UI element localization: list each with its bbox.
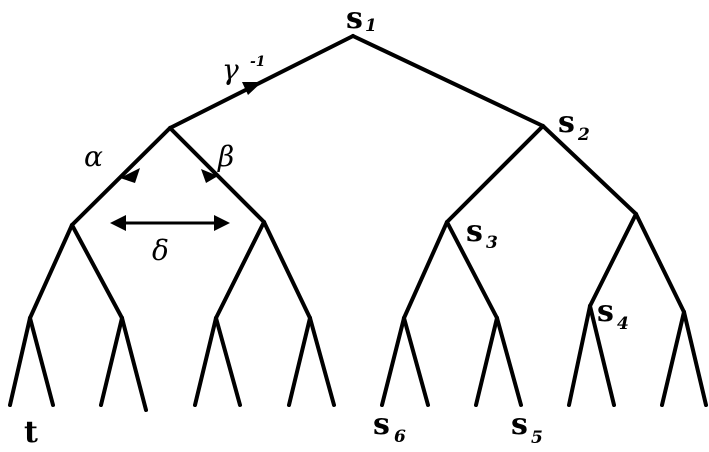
gamma-superscript: -1 bbox=[250, 54, 266, 70]
svg-text:t: t bbox=[24, 415, 38, 450]
leaf-edge bbox=[99, 316, 124, 407]
delta-arrowhead-right bbox=[214, 215, 230, 231]
svg-text:s: s bbox=[558, 105, 575, 140]
leaf-edge bbox=[287, 316, 312, 407]
svg-text:2: 2 bbox=[577, 125, 590, 145]
beta-label: β bbox=[217, 140, 234, 173]
edge-s2-s3 bbox=[445, 124, 545, 224]
leaf-edge bbox=[214, 316, 242, 407]
leaf-edge bbox=[8, 316, 32, 407]
svg-text:3: 3 bbox=[486, 233, 498, 253]
leaf-edge bbox=[28, 316, 55, 407]
alpha-arrowhead bbox=[120, 168, 140, 183]
edge-rr-2 bbox=[634, 212, 686, 314]
alpha-label: α bbox=[84, 140, 103, 173]
tree-edges bbox=[8, 34, 708, 412]
edge-root-right bbox=[351, 34, 545, 128]
edge-lr-2 bbox=[262, 220, 312, 320]
edge-rl-1 bbox=[402, 220, 449, 320]
node-label-s3: s 3 bbox=[466, 214, 498, 253]
gamma-label: γ bbox=[222, 53, 239, 86]
edge-s2-right bbox=[541, 124, 638, 216]
node-label-s1: s 1 bbox=[346, 1, 377, 36]
node-label-t: t bbox=[24, 415, 38, 450]
node-label-s6: s 6 bbox=[373, 407, 406, 447]
svg-text:s: s bbox=[346, 1, 363, 36]
svg-text:4: 4 bbox=[617, 314, 629, 334]
svg-text:6: 6 bbox=[394, 427, 406, 447]
leaf-edge bbox=[380, 316, 406, 407]
svg-text:1: 1 bbox=[365, 16, 377, 36]
node-labels: s 1 s 2 s 3 s 4 s 5 s 6 t bbox=[24, 1, 629, 450]
node-label-s5: s 5 bbox=[511, 407, 543, 448]
leaf-edge bbox=[120, 316, 148, 412]
leaf-edge bbox=[308, 316, 336, 407]
leaf-edge bbox=[495, 316, 523, 407]
delta-label: δ bbox=[152, 234, 169, 267]
edge-ll-1 bbox=[28, 223, 74, 320]
edge-beta bbox=[168, 126, 266, 224]
beta-arrowhead bbox=[201, 169, 218, 183]
edge-alpha bbox=[70, 126, 172, 227]
svg-text:5: 5 bbox=[531, 428, 543, 448]
edge-ll-2 bbox=[70, 223, 124, 320]
leaf-edge bbox=[474, 316, 499, 407]
svg-text:s: s bbox=[466, 214, 483, 249]
leaf-edge bbox=[193, 316, 218, 407]
svg-text:s: s bbox=[373, 407, 390, 442]
node-label-s4: s 4 bbox=[597, 294, 629, 334]
svg-text:s: s bbox=[511, 407, 528, 442]
edge-rl-2 bbox=[445, 220, 499, 320]
svg-text:s: s bbox=[597, 294, 614, 329]
delta-arrowhead-left bbox=[110, 215, 126, 231]
leaf-edge bbox=[402, 316, 430, 407]
leaf-edge bbox=[588, 304, 616, 407]
gamma-arrowhead bbox=[242, 82, 262, 95]
leaf-edge bbox=[682, 310, 708, 407]
leaf-edge bbox=[660, 310, 686, 407]
leaf-edge bbox=[567, 304, 592, 407]
edge-labels: γ -1 α β δ bbox=[84, 53, 266, 267]
edge-rr-1 bbox=[588, 212, 638, 308]
edge-lr-1 bbox=[214, 220, 266, 320]
edge-arrows bbox=[110, 82, 262, 231]
node-label-s2: s 2 bbox=[558, 105, 590, 145]
